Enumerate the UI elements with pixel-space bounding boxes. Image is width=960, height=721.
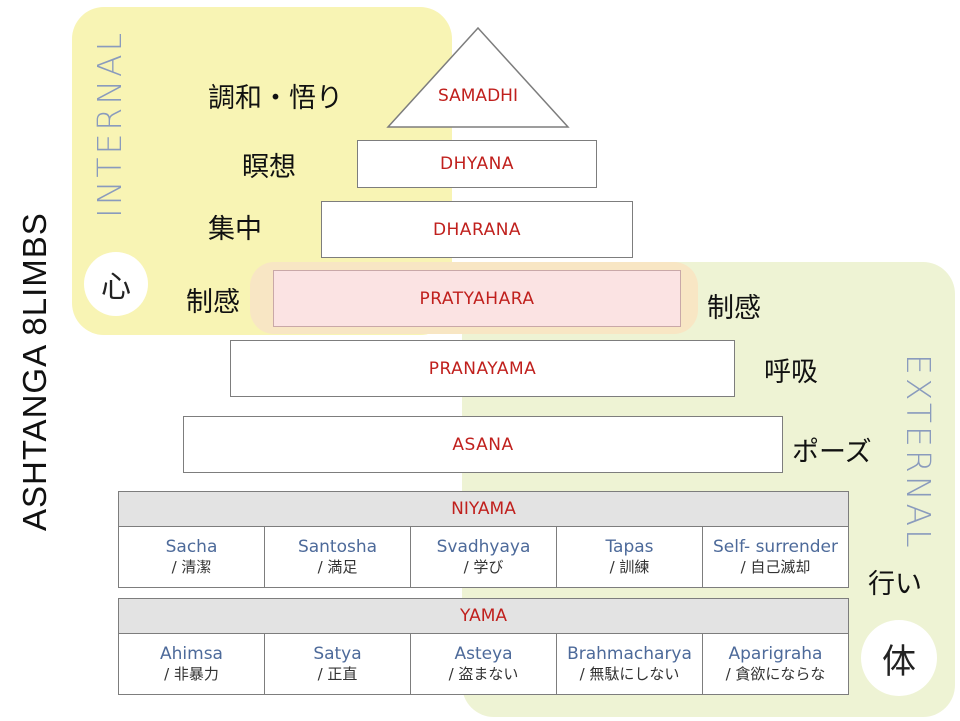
niyama-name: Self- surrender [713, 537, 838, 557]
limb-pranayama: PRANAYAMA [230, 340, 735, 397]
annotation-samadhi: 調和・悟り [208, 83, 343, 114]
annotation-pranayama: 呼吸 [764, 357, 818, 388]
niyama-row: Sacha / 清潔 Santosha / 満足 Svadhyaya / 学び … [119, 527, 848, 587]
yama-table: YAMA Ahimsa / 非暴力 Satya / 正直 Asteya / 盗ま… [118, 598, 849, 695]
yama-name: Ahimsa [160, 644, 223, 664]
yama-jp: / 無駄にしない [579, 665, 680, 684]
limb-pratyahara: PRATYAHARA [273, 270, 681, 327]
annotation-pratyahara-right: 制感 [707, 293, 761, 324]
yama-title: YAMA [119, 599, 848, 634]
niyama-title: NIYAMA [119, 492, 848, 527]
niyama-name: Santosha [297, 537, 378, 557]
yama-cell: Brahmacharya / 無駄にしない [557, 634, 703, 694]
niyama-table: NIYAMA Sacha / 清潔 Santosha / 満足 Svadhyay… [118, 491, 849, 588]
yama-cell: Satya / 正直 [265, 634, 411, 694]
annotation-asana: ポーズ [792, 437, 872, 468]
annotation-dharana: 集中 [208, 214, 262, 245]
internal-label: INTERNAL [90, 29, 129, 218]
niyama-jp: / 学び [463, 558, 504, 577]
diagram-title: ASHTANGA 8LIMBS [16, 212, 53, 532]
niyama-jp: / 訓練 [609, 558, 650, 577]
niyama-jp: / 清潔 [171, 558, 212, 577]
yama-jp: / 非暴力 [164, 665, 219, 684]
niyama-name: Svadhyaya [436, 537, 531, 557]
annotation-pratyahara-left: 制感 [186, 287, 240, 318]
yama-cell: Ahimsa / 非暴力 [119, 634, 265, 694]
yama-name: Satya [313, 644, 362, 664]
annotation-conduct: 行い [868, 569, 922, 600]
yama-cell: Aparigraha / 貪欲にならな [703, 634, 848, 694]
niyama-cell: Sacha / 清潔 [119, 527, 265, 587]
annotation-dhyana: 瞑想 [242, 152, 296, 183]
body-circle: 体 [861, 620, 937, 696]
niyama-cell: Santosha / 満足 [265, 527, 411, 587]
limb-asana: ASANA [183, 416, 783, 473]
limb-dharana: DHARANA [321, 201, 633, 258]
niyama-jp: / 自己滅却 [740, 558, 811, 577]
limb-samadhi: SAMADHI [438, 86, 518, 106]
niyama-jp: / 満足 [317, 558, 358, 577]
yama-name: Asteya [454, 644, 513, 664]
external-label: EXTERNAL [899, 354, 938, 551]
yama-jp: / 貪欲にならな [725, 665, 826, 684]
niyama-cell: Tapas / 訓練 [557, 527, 703, 587]
niyama-cell: Svadhyaya / 学び [411, 527, 557, 587]
yama-row: Ahimsa / 非暴力 Satya / 正直 Asteya / 盗まない Br… [119, 634, 848, 694]
samadhi-triangle [386, 26, 570, 128]
niyama-cell: Self- surrender / 自己滅却 [703, 527, 848, 587]
yama-name: Brahmacharya [567, 644, 692, 664]
limb-dhyana: DHYANA [357, 140, 597, 188]
niyama-name: Tapas [605, 537, 654, 557]
yama-jp: / 正直 [317, 665, 358, 684]
niyama-name: Sacha [165, 537, 218, 557]
yama-name: Aparigraha [728, 644, 823, 664]
yama-cell: Asteya / 盗まない [411, 634, 557, 694]
yama-jp: / 盗まない [448, 665, 519, 684]
mind-circle: 心 [84, 252, 148, 316]
